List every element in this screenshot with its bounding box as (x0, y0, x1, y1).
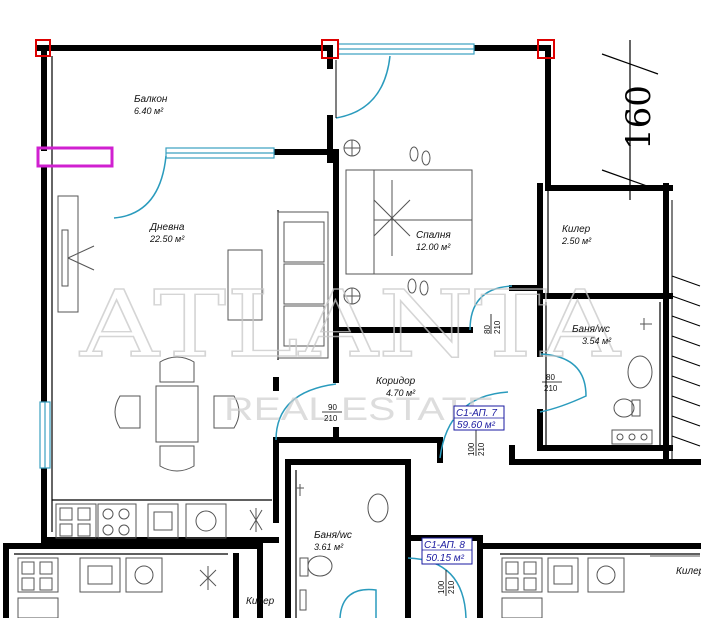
bed (343, 139, 473, 305)
watermark-sub: REAL ESTATE (224, 391, 494, 427)
room-labels: Балкон 6.40 м² Дневна 22.50 м² Спалня 12… (134, 94, 701, 607)
door-d5-height: 210 (447, 580, 456, 594)
scale-mark (601, 40, 659, 200)
apartment-7-area: 59.60 м² (457, 420, 496, 431)
door-d1-width: 80 (483, 325, 492, 334)
room-storage3-name: Килер (676, 566, 701, 577)
apartment-tag-8: С1-АП. 8 50.15 м² (421, 537, 473, 565)
room-living-name: Дневна (149, 222, 185, 233)
window-corners (35, 39, 555, 59)
door-d4-width: 100 (467, 442, 476, 456)
room-storage-name: Килер (562, 224, 591, 235)
tv-unit (57, 195, 95, 313)
room-corridor-area: 4.70 м² (386, 388, 416, 398)
door-d1-height: 210 (493, 320, 502, 334)
kitchen-counter (17, 503, 700, 618)
room-living-area: 22.50 м² (149, 234, 185, 244)
dining-table (114, 356, 240, 472)
doors (113, 55, 587, 618)
room-bedroom-name: Спалня (416, 230, 451, 241)
apartment-8-area: 50.15 м² (426, 553, 465, 564)
door-dimensions: 80 210 80 210 90 210 100 210 100 210 (322, 314, 562, 596)
apartment-7-code: С1-АП. 7 (456, 408, 497, 419)
room-bath2-area: 3.61 м² (314, 542, 344, 552)
apartment-tag-7: С1-АП. 7 59.60 м² (453, 405, 505, 431)
room-balcony-area: 6.40 м² (134, 106, 164, 116)
door-d2-width: 80 (546, 373, 555, 382)
door-d4-height: 210 (477, 442, 486, 456)
bath-fixtures (296, 318, 653, 611)
room-bath1-name: Баня/wc (572, 324, 610, 335)
door-d3-height: 210 (324, 414, 338, 423)
watermark: ATLANTA REAL ESTATE (78, 270, 622, 427)
walls (3, 45, 701, 618)
room-storage2-name: Килер (246, 596, 275, 607)
scale-mark-value: 160 (619, 85, 659, 150)
watermark-main: ATLANTA (79, 271, 622, 378)
room-storage-area: 2.50 м² (561, 236, 592, 246)
room-balcony-name: Балкон (134, 94, 168, 105)
door-d5-width: 100 (437, 580, 446, 594)
sofa (227, 211, 329, 359)
door-d3-width: 90 (328, 403, 337, 412)
stairs (671, 200, 701, 460)
room-corridor-name: Коридор (376, 376, 416, 387)
apartment-8-code: С1-АП. 8 (424, 540, 465, 551)
room-bedroom-area: 12.00 м² (416, 242, 451, 252)
room-bath1-area: 3.54 м² (582, 336, 612, 346)
windows (39, 43, 475, 469)
window-highlight (36, 146, 114, 168)
door-d2-height: 210 (544, 384, 558, 393)
room-bath2-name: Баня/wc (314, 530, 352, 541)
